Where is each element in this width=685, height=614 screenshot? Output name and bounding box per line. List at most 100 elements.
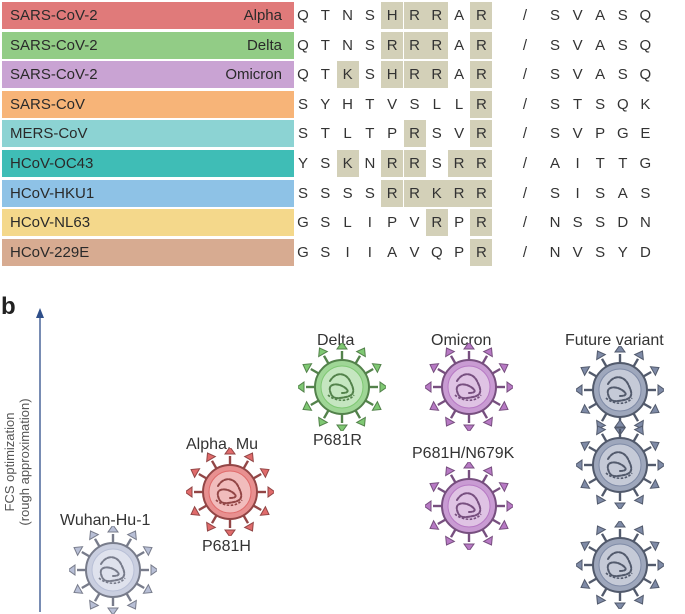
residue-cell: I [367,214,372,232]
residue-cell: N [549,214,561,232]
residue-cell: P [454,243,465,261]
cleavage-slash: / [522,95,528,113]
y-axis-arrow [36,308,44,612]
residue-cell: S [572,214,583,232]
residue-cell: R [470,150,493,177]
virus-name: SARS-CoV-2 [10,7,98,24]
residue-cell: T [365,95,375,113]
residue-cell: S [549,125,560,143]
residue-cell: V [572,125,583,143]
residue-cell: R [425,31,448,59]
residue-cell: H [381,2,404,29]
residue-cell: K [425,179,448,207]
residue-cell: N [364,155,376,172]
residue-cell: S [297,95,308,113]
residue-cell: A [387,243,398,261]
panel-b-letter: b [1,293,16,320]
residue-cell: S [364,7,375,24]
residue-cell: S [342,184,353,202]
delta-mutation-label: P681R [313,432,362,449]
residue-cell: S [617,66,628,84]
virus-name: SARS-CoV [10,95,86,113]
residue-cell: S [320,214,331,232]
residue-cell: K [336,150,359,177]
residue-cell: H [342,95,354,113]
residue-cell: R [470,238,493,266]
residue-cell: R [470,31,493,59]
residue-cell: H [381,61,404,89]
residue-cell: N [342,7,354,24]
virus-name: HCoV-OC43 [10,155,94,172]
residue-cell: L [454,95,464,113]
y-axis-label: FCS optimization (rough approximation) [2,362,32,562]
residue-cell: T [320,125,330,143]
residue-cell: S [549,184,560,202]
residue-cell: V [409,214,420,232]
residue-cell: T [595,155,605,172]
residue-cell: L [343,125,352,143]
virus-name-box: HCoV-229E [2,238,294,266]
residue-cell: R [381,179,404,207]
residue-cell: R [425,2,448,29]
residue-cell: S [549,95,560,113]
residue-cell: R [403,179,426,207]
residue-cell: S [431,125,442,143]
residue-cell: Q [297,36,309,54]
residue-cell: P [387,125,398,143]
residue-cell: V [409,243,420,261]
future-variant-virus-icon-2 [576,421,664,509]
wuhan-label: Wuhan-Hu-1 [60,512,151,529]
residue-cell: V [572,243,583,261]
residue-cell: R [470,2,493,29]
variant-name: Omicron [225,66,282,84]
residue-cell: R [448,179,471,207]
residue-cell: R [403,120,426,148]
residue-cell: L [343,214,352,232]
residue-cell: R [470,120,493,148]
residue-cell: A [549,155,560,172]
residue-cell: R [403,61,426,89]
residue-cell: S [364,36,375,54]
residue-cell: Q [616,95,629,113]
residue-cell: G [639,155,652,172]
residue-cell: R [425,61,448,89]
residue-cell: R [403,2,426,29]
residue-cell: R [381,150,404,177]
residue-cell: T [365,125,375,143]
variant-name: Alpha [243,7,282,24]
residue-cell: N [639,214,651,232]
y-axis-label-line2: (rough approximation) [17,398,32,526]
virus-name: MERS-CoV [10,125,88,143]
residue-cell: Y [320,95,331,113]
residue-cell: Q [297,66,309,84]
virus-name-box: HCoV-HKU1 [2,179,294,207]
residue-cell: L [432,95,441,113]
residue-cell: S [617,36,628,54]
virus-name-box: SARS-CoV-2 Alpha [2,2,294,29]
residue-cell: A [454,7,465,24]
residue-cell: R [470,209,493,237]
cleavage-slash: / [522,214,528,232]
residue-cell: P [595,125,606,143]
future-variant-virus-icon-3 [576,521,664,609]
virus-name-box: MERS-CoV [2,120,294,148]
residue-cell: A [617,184,628,202]
delta-virus-icon [298,343,386,431]
residue-cell: S [640,184,651,202]
residue-cell: D [617,214,629,232]
omicron-label: Omicron [431,332,492,349]
virus-name-box: SARS-CoV [2,90,294,118]
residue-cell: R [448,150,471,177]
residue-cell: Q [639,36,652,54]
cleavage-slash: / [522,7,528,24]
residue-cell: Q [639,7,652,24]
residue-cell: S [320,184,331,202]
cleavage-slash: / [522,36,528,54]
virus-name: SARS-CoV-2 [10,36,98,54]
